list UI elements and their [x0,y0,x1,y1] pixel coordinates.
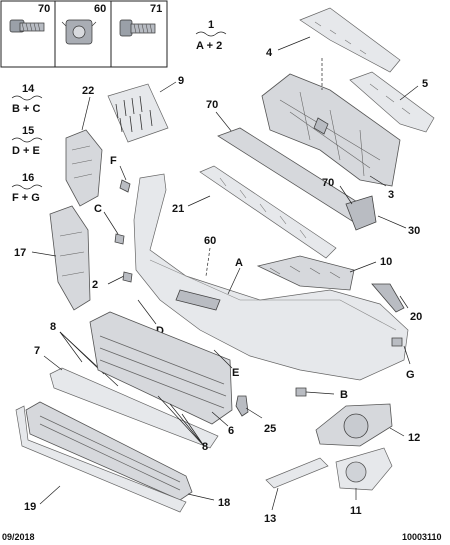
label-2: 2 [92,279,98,291]
group-16-legend: 16 F + G [11,172,43,204]
label-20: 20 [410,311,422,323]
screw-70-icon [9,19,45,33]
group-16-brace [11,184,43,190]
group-1-combo: A + 2 [196,40,222,52]
group-14-num: 14 [22,83,35,95]
group-15-legend: 15 D + E [11,125,43,157]
fastener-box-70: 70 [0,0,56,68]
part-4-upper-crossmember [299,7,401,73]
part-30-impact-beam [217,127,377,231]
label-17: 17 [14,247,26,259]
part-13-trim-strip [265,457,329,489]
label-4: 4 [266,47,273,59]
group-1-num: 1 [208,19,214,31]
label-30: 30 [408,225,420,237]
label-6: 6 [228,425,234,437]
part-3-front-structure [261,73,401,187]
label-13: 13 [264,513,276,525]
label-70-upper: 70 [206,99,218,111]
label-G: G [406,369,415,381]
label-60: 60 [204,235,216,247]
part-17-side-guide [49,205,91,311]
fastener-60-label: 60 [94,3,106,15]
clip-G-icon [391,337,403,347]
label-70-lower: 70 [322,177,334,189]
footer-ref: 10003110 [402,532,442,542]
fastener-box-60: 60 [54,0,112,68]
group-14-combo: B + C [12,103,40,115]
label-5: 5 [422,78,428,90]
label-D: D [156,325,164,337]
clip-B-icon [295,387,307,397]
part-A-bumper-cover [133,173,409,381]
group-15-combo: D + E [12,145,40,157]
clip-nut-60-icon [61,19,97,45]
label-11: 11 [350,505,362,517]
bolt-71-icon [119,19,156,37]
fastener-71-label: 71 [150,3,162,15]
label-9: 9 [178,75,184,87]
label-12: 12 [408,432,420,444]
label-A: A [235,257,243,269]
part-12-fog-lamp-bracket [315,403,393,447]
group-15-brace [11,137,43,143]
label-22: 22 [82,85,94,97]
label-19: 19 [24,501,36,513]
group-1-brace [195,31,227,37]
group-1-legend: 1 A + 2 [195,19,227,52]
fastener-box-71: 71 [110,0,168,68]
group-16-num: 16 [22,172,34,184]
label-10: 10 [380,256,392,268]
part-18-lower-grille [25,401,193,501]
fastener-70-label: 70 [38,3,50,15]
part-21-energy-absorber [199,165,337,259]
label-C: C [94,203,102,215]
label-21: 21 [172,203,184,215]
part-5-side-bracket [349,71,435,133]
label-F: F [110,155,117,167]
group-15-num: 15 [22,125,34,137]
clip-C-icon [114,233,125,245]
footer-date: 09/2018 [2,532,35,542]
label-B: B [340,389,348,401]
part-9-clip-kit [107,83,169,143]
label-8-bottom: 8 [202,441,208,453]
label-25: 25 [264,423,276,435]
part-20-trim [371,283,405,313]
part-25-clip [235,395,249,417]
part-11-fog-lamp-cover [335,447,393,491]
part-19-lower-trim [15,405,187,513]
part-6-upper-grille [89,311,233,425]
label-8-top: 8 [50,321,56,333]
clip-2-icon [122,271,133,283]
group-16-combo: F + G [12,192,40,204]
part-10-bracket [256,255,355,291]
part-7-grille-frame [49,367,219,449]
label-E: E [232,367,239,379]
part-22-air-deflector [65,129,103,207]
group-14-brace [11,95,43,101]
label-7: 7 [34,345,40,357]
group-14-legend: 14 B + C [11,83,43,115]
label-3: 3 [388,189,394,201]
clip-F-icon [119,179,131,193]
label-18: 18 [218,497,230,509]
